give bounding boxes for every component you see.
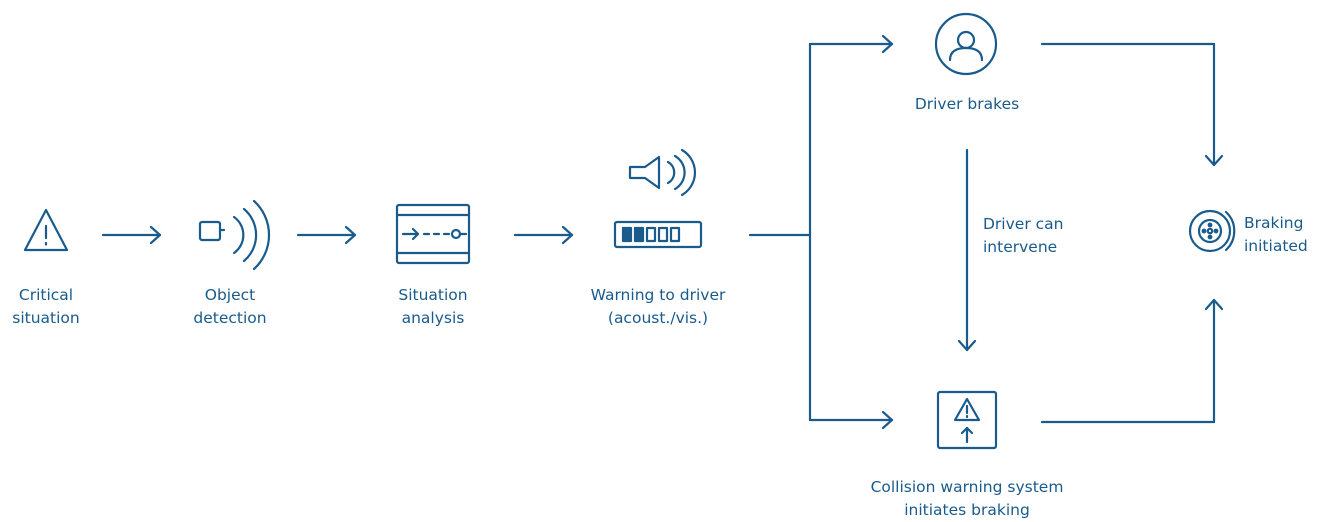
label-line: Driver can xyxy=(983,215,1064,233)
brake-disc-icon xyxy=(1188,209,1236,253)
sensor-waves-icon xyxy=(198,199,271,271)
speaker-display-icon xyxy=(613,148,703,249)
label-driver-brakes: Driver brakes xyxy=(897,93,1037,116)
label-line: (acoust./vis.) xyxy=(607,309,709,327)
label-line: Driver brakes xyxy=(914,95,1020,113)
label-line: initiates braking xyxy=(904,501,1030,519)
label-line: Warning to driver xyxy=(590,286,726,304)
label-line: detection xyxy=(193,309,267,327)
label-object-detection: Object detection xyxy=(180,284,280,330)
warning-triangle-icon xyxy=(23,208,69,252)
arrow-critical-to-object xyxy=(101,225,162,245)
label-critical-situation: Critical situation xyxy=(0,284,92,330)
label-line: Critical xyxy=(18,286,74,304)
arrow-driver-to-system xyxy=(957,148,977,352)
arrow-system-to-braking xyxy=(1040,298,1224,424)
label-line: analysis xyxy=(401,309,465,327)
label-line: Braking xyxy=(1244,214,1304,232)
collision-warning-icon xyxy=(936,390,998,450)
situation-analysis-icon xyxy=(395,203,471,265)
label-line: intervene xyxy=(983,238,1058,256)
arrow-analysis-to-warning xyxy=(513,225,574,245)
label-braking-initiated: Braking initiated xyxy=(1244,212,1340,258)
label-line: Collision warning system xyxy=(870,478,1064,496)
label-line: initiated xyxy=(1244,237,1308,255)
label-situation-analysis: Situation analysis xyxy=(383,284,483,330)
arrow-driver-to-braking xyxy=(1040,42,1224,167)
label-line: Situation xyxy=(398,286,468,304)
driver-person-icon xyxy=(934,12,998,76)
label-driver-can-intervene: Driver can intervene xyxy=(983,213,1103,259)
branch-connector xyxy=(748,34,894,430)
label-line: situation xyxy=(12,309,80,327)
label-line: Object xyxy=(204,286,256,304)
arrow-object-to-analysis xyxy=(296,225,357,245)
label-collision-warning-system: Collision warning system initiates braki… xyxy=(837,476,1097,522)
label-warning-to-driver: Warning to driver (acoust./vis.) xyxy=(568,284,748,330)
